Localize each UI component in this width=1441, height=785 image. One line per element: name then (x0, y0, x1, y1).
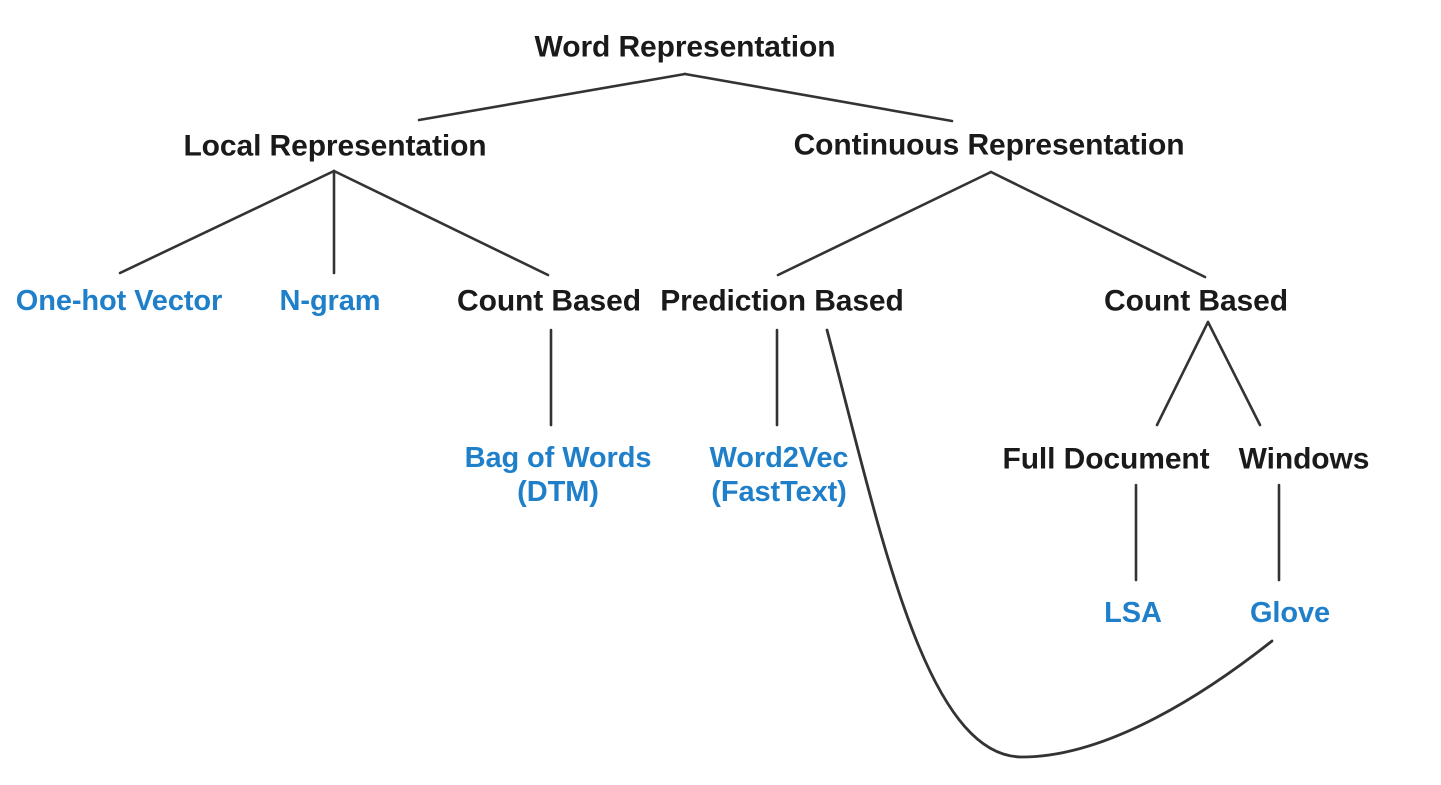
node-prediction-based[interactable]: Prediction Based (660, 284, 904, 318)
node-bag-of-words-line2: (DTM) (517, 476, 599, 508)
node-bag-of-words[interactable]: Bag of Words (DTM) (465, 441, 652, 509)
edge-prediction-to-glove-curve (825, 328, 1274, 759)
edge-countbased-right-to-windows (1206, 320, 1262, 427)
node-word2vec[interactable]: Word2Vec (FastText) (710, 441, 849, 509)
edge-root-to-continuous (683, 72, 954, 123)
node-windows[interactable]: Windows (1238, 442, 1370, 476)
node-word-representation[interactable]: Word Representation (534, 30, 836, 64)
edge-countbased-right-to-fulldocument (1155, 320, 1210, 427)
edge-continuous-to-countbased-right (989, 170, 1207, 279)
node-glove[interactable]: Glove (1249, 596, 1331, 629)
edge-continuous-to-prediction (776, 170, 993, 277)
edge-root-to-local (417, 72, 687, 122)
node-local-representation[interactable]: Local Representation (183, 129, 487, 163)
node-count-based-right[interactable]: Count Based (1104, 284, 1288, 318)
node-n-gram[interactable]: N-gram (279, 284, 381, 317)
node-full-document[interactable]: Full Document (1002, 442, 1210, 476)
node-one-hot-vector[interactable]: One-hot Vector (15, 284, 223, 317)
node-word2vec-line2: (FastText) (711, 476, 847, 508)
node-bag-of-words-line1: Bag of Words (464, 441, 652, 474)
node-lsa[interactable]: LSA (1104, 596, 1162, 629)
node-word2vec-line1: Word2Vec (709, 441, 849, 474)
edge-local-to-onehot (118, 169, 336, 275)
node-continuous-representation[interactable]: Continuous Representation (793, 128, 1185, 162)
node-count-based-left[interactable]: Count Based (457, 284, 641, 318)
edge-local-to-countbased-left (332, 169, 550, 277)
